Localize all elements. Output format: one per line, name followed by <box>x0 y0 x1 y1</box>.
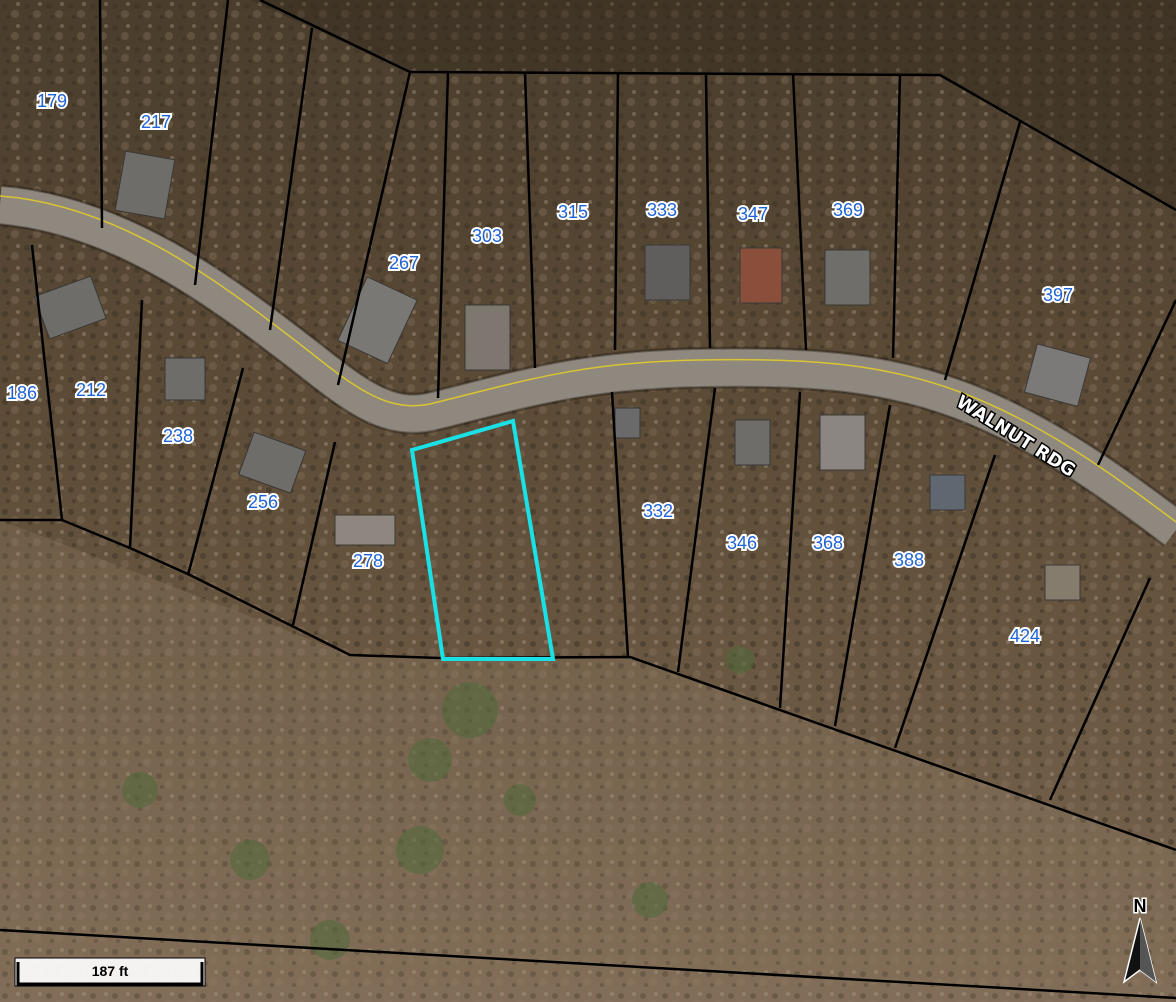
lot-line-s2 <box>128 299 144 549</box>
lot-line-s3 <box>186 367 245 576</box>
dense-woods-north <box>0 0 1176 210</box>
house-roofs <box>33 150 1092 601</box>
north-arrow: N <box>1122 895 1158 984</box>
lot-line-s8 <box>833 404 892 727</box>
parcel-label-256[interactable]: 256 <box>246 490 280 514</box>
far-south-line <box>0 928 1176 1000</box>
parcel-label-212[interactable]: 212 <box>74 378 108 402</box>
parcel-label-368[interactable]: 368 <box>811 531 845 555</box>
scale-bar-box <box>14 957 206 987</box>
scale-bar-label: 187 ft <box>92 963 129 979</box>
parcel-label-347[interactable]: 347 <box>736 202 770 226</box>
scale-bar-line <box>16 962 204 986</box>
lot-line-n1 <box>98 0 104 229</box>
lot-line-n8 <box>704 73 712 349</box>
lot-line-n7 <box>613 72 620 351</box>
parcel-label-315[interactable]: 315 <box>556 200 590 224</box>
lot-line-n4 <box>336 71 412 386</box>
evergreen-patches <box>122 646 754 960</box>
lot-line-n5 <box>436 71 450 399</box>
lot-line-n10 <box>891 74 902 359</box>
south-rear-line <box>0 518 1176 852</box>
lot-line-n9 <box>791 73 808 351</box>
parcel-label-333[interactable]: 333 <box>645 198 679 222</box>
lot-line-s6 <box>676 387 717 673</box>
parcel-label-278[interactable]: 278 <box>351 549 385 573</box>
lot-line-n11 <box>943 121 1022 381</box>
lot-line-n12 <box>1096 299 1176 466</box>
lot-line-n3 <box>268 27 314 331</box>
parcel-label-303[interactable]: 303 <box>470 224 504 248</box>
lot-line-s10 <box>1048 577 1152 801</box>
parcel-labels-north: 179 217 267 303 315 333 347 369 397 <box>35 89 1075 307</box>
north-label: N <box>1134 896 1147 916</box>
north-arrow-shade <box>1140 918 1156 982</box>
parcel-label-186[interactable]: 186 <box>5 381 39 405</box>
lot-line-s5 <box>610 391 630 658</box>
hillside-south <box>0 520 1176 1002</box>
highlighted-parcel[interactable] <box>409 418 556 661</box>
parcel-label-179[interactable]: 179 <box>35 89 69 113</box>
parcel-label-369[interactable]: 369 <box>831 198 865 222</box>
lot-line-s7 <box>778 391 802 709</box>
parcel-label-424[interactable]: 424 <box>1008 624 1042 648</box>
lot-line-n6 <box>523 72 537 369</box>
lot-line-s9 <box>893 454 997 749</box>
road-centerline <box>0 195 1176 523</box>
north-rear-line <box>259 0 1176 212</box>
parcel-label-332[interactable]: 332 <box>641 499 675 523</box>
road-surface <box>0 187 1176 545</box>
lot-line-n2 <box>193 0 230 286</box>
parcel-labels-south: 186 212 238 256 278 332 346 368 388 424 <box>5 378 1042 648</box>
parcel-label-346[interactable]: 346 <box>725 531 759 555</box>
parcel-label-397[interactable]: 397 <box>1041 283 1075 307</box>
parcel-label-388[interactable]: 388 <box>892 548 926 572</box>
parcel-label-267[interactable]: 267 <box>387 251 421 275</box>
parcel-label-238[interactable]: 238 <box>161 424 195 448</box>
scale-bar: 187 ft <box>14 957 206 987</box>
lot-line-s1 <box>30 244 64 521</box>
parcel-label-217[interactable]: 217 <box>139 110 173 134</box>
lot-line-s4 <box>291 441 337 626</box>
